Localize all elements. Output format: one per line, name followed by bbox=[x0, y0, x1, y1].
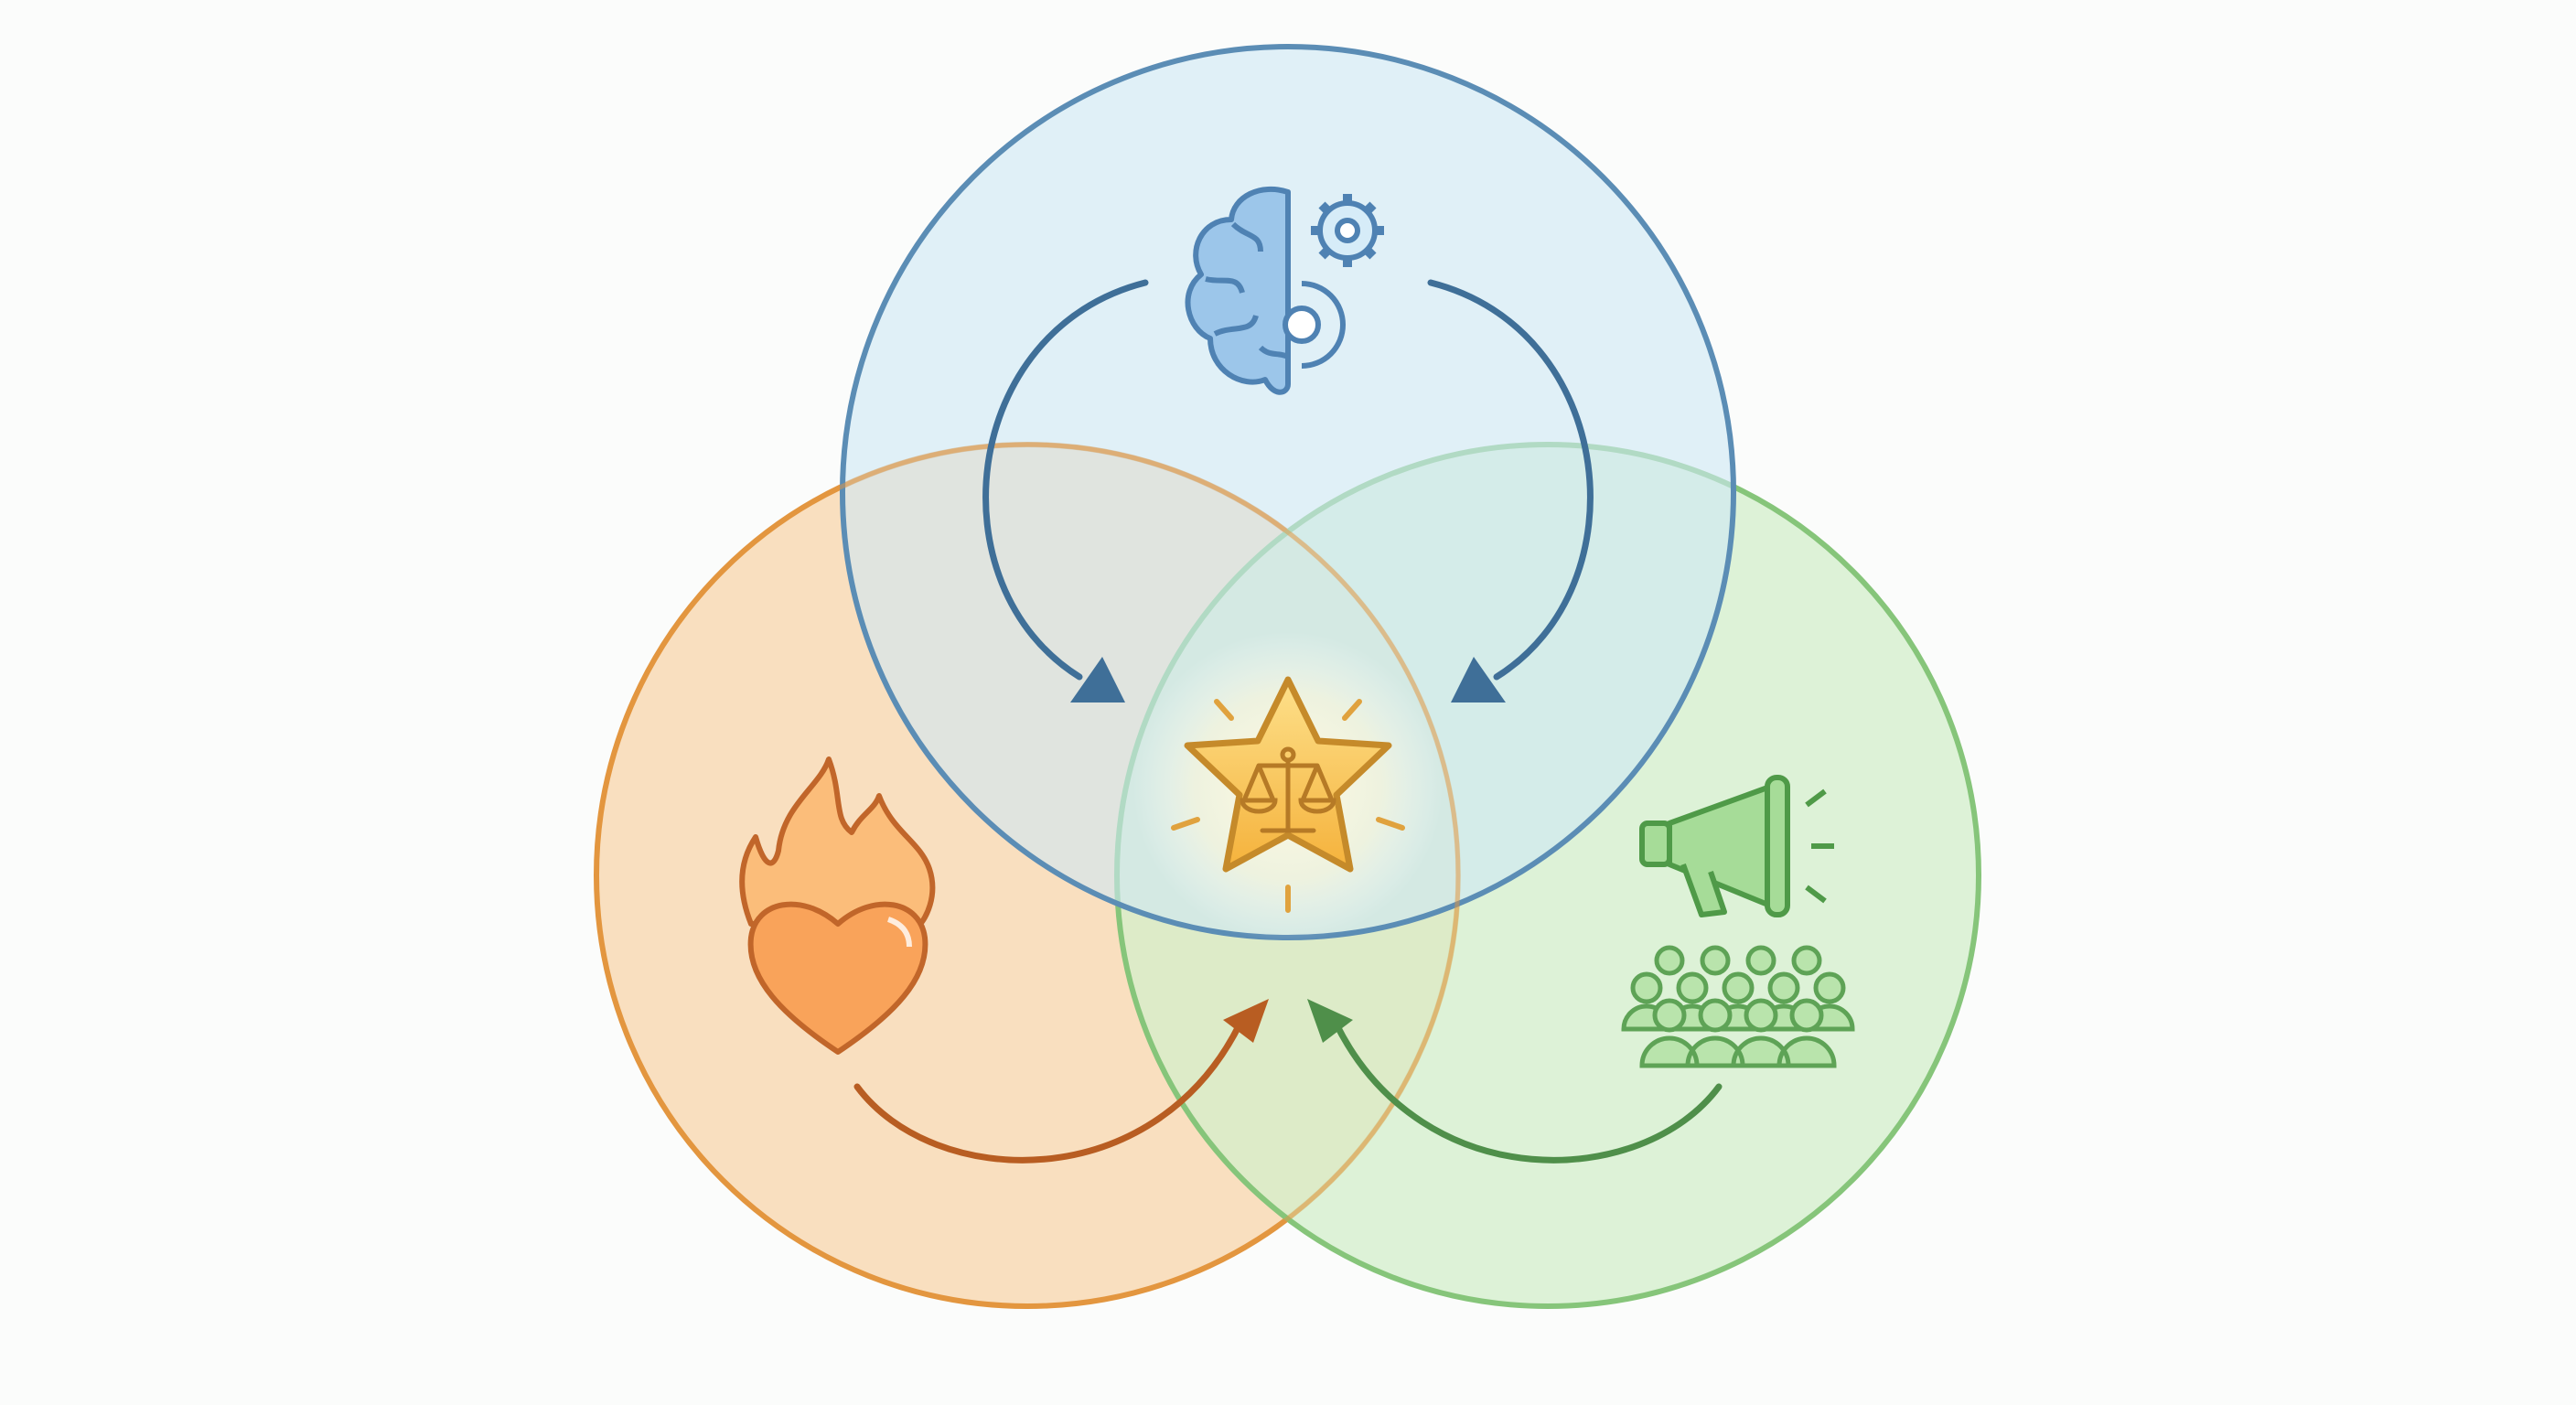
brain-gear-icon bbox=[1185, 186, 1384, 395]
crowd-icon bbox=[1621, 945, 1855, 1068]
orange-arrow bbox=[853, 999, 1269, 1164]
megaphone-icon bbox=[1639, 775, 1834, 917]
blue-arrow-right bbox=[1427, 279, 1594, 702]
blue-arrow-left bbox=[982, 279, 1149, 702]
star-scales-icon bbox=[1171, 676, 1405, 913]
flaming-heart-icon bbox=[739, 756, 936, 1055]
green-arrow bbox=[1307, 999, 1723, 1164]
